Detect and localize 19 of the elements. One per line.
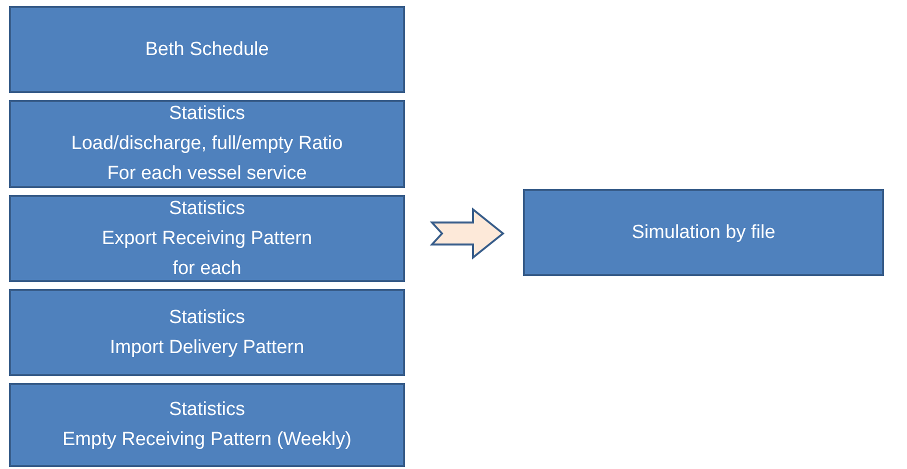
process-box	[9, 383, 405, 467]
block-arrow	[430, 207, 505, 260]
box-text: Import Delivery Pattern	[110, 336, 304, 360]
process-box	[9, 100, 405, 188]
box-text: For each vessel service	[107, 162, 307, 186]
box-text: Statistics	[168, 306, 246, 330]
box-text: Load/discharge, full/empty Ratio	[71, 132, 343, 156]
box-text: Statistics	[168, 196, 246, 220]
box-text: Empty Receiving Pattern (Weekly)	[62, 428, 352, 452]
box-text: Statistics	[168, 398, 246, 422]
box-text: Statistics	[168, 102, 246, 126]
box-text: Beth Schedule	[145, 38, 269, 62]
box-text: Export Receiving Pattern	[102, 226, 312, 250]
process-box	[9, 195, 405, 282]
process-box	[9, 6, 405, 93]
process-box	[523, 189, 884, 276]
box-text: Simulation by file	[632, 220, 776, 244]
process-box	[9, 289, 405, 376]
box-text: for each	[172, 256, 242, 280]
